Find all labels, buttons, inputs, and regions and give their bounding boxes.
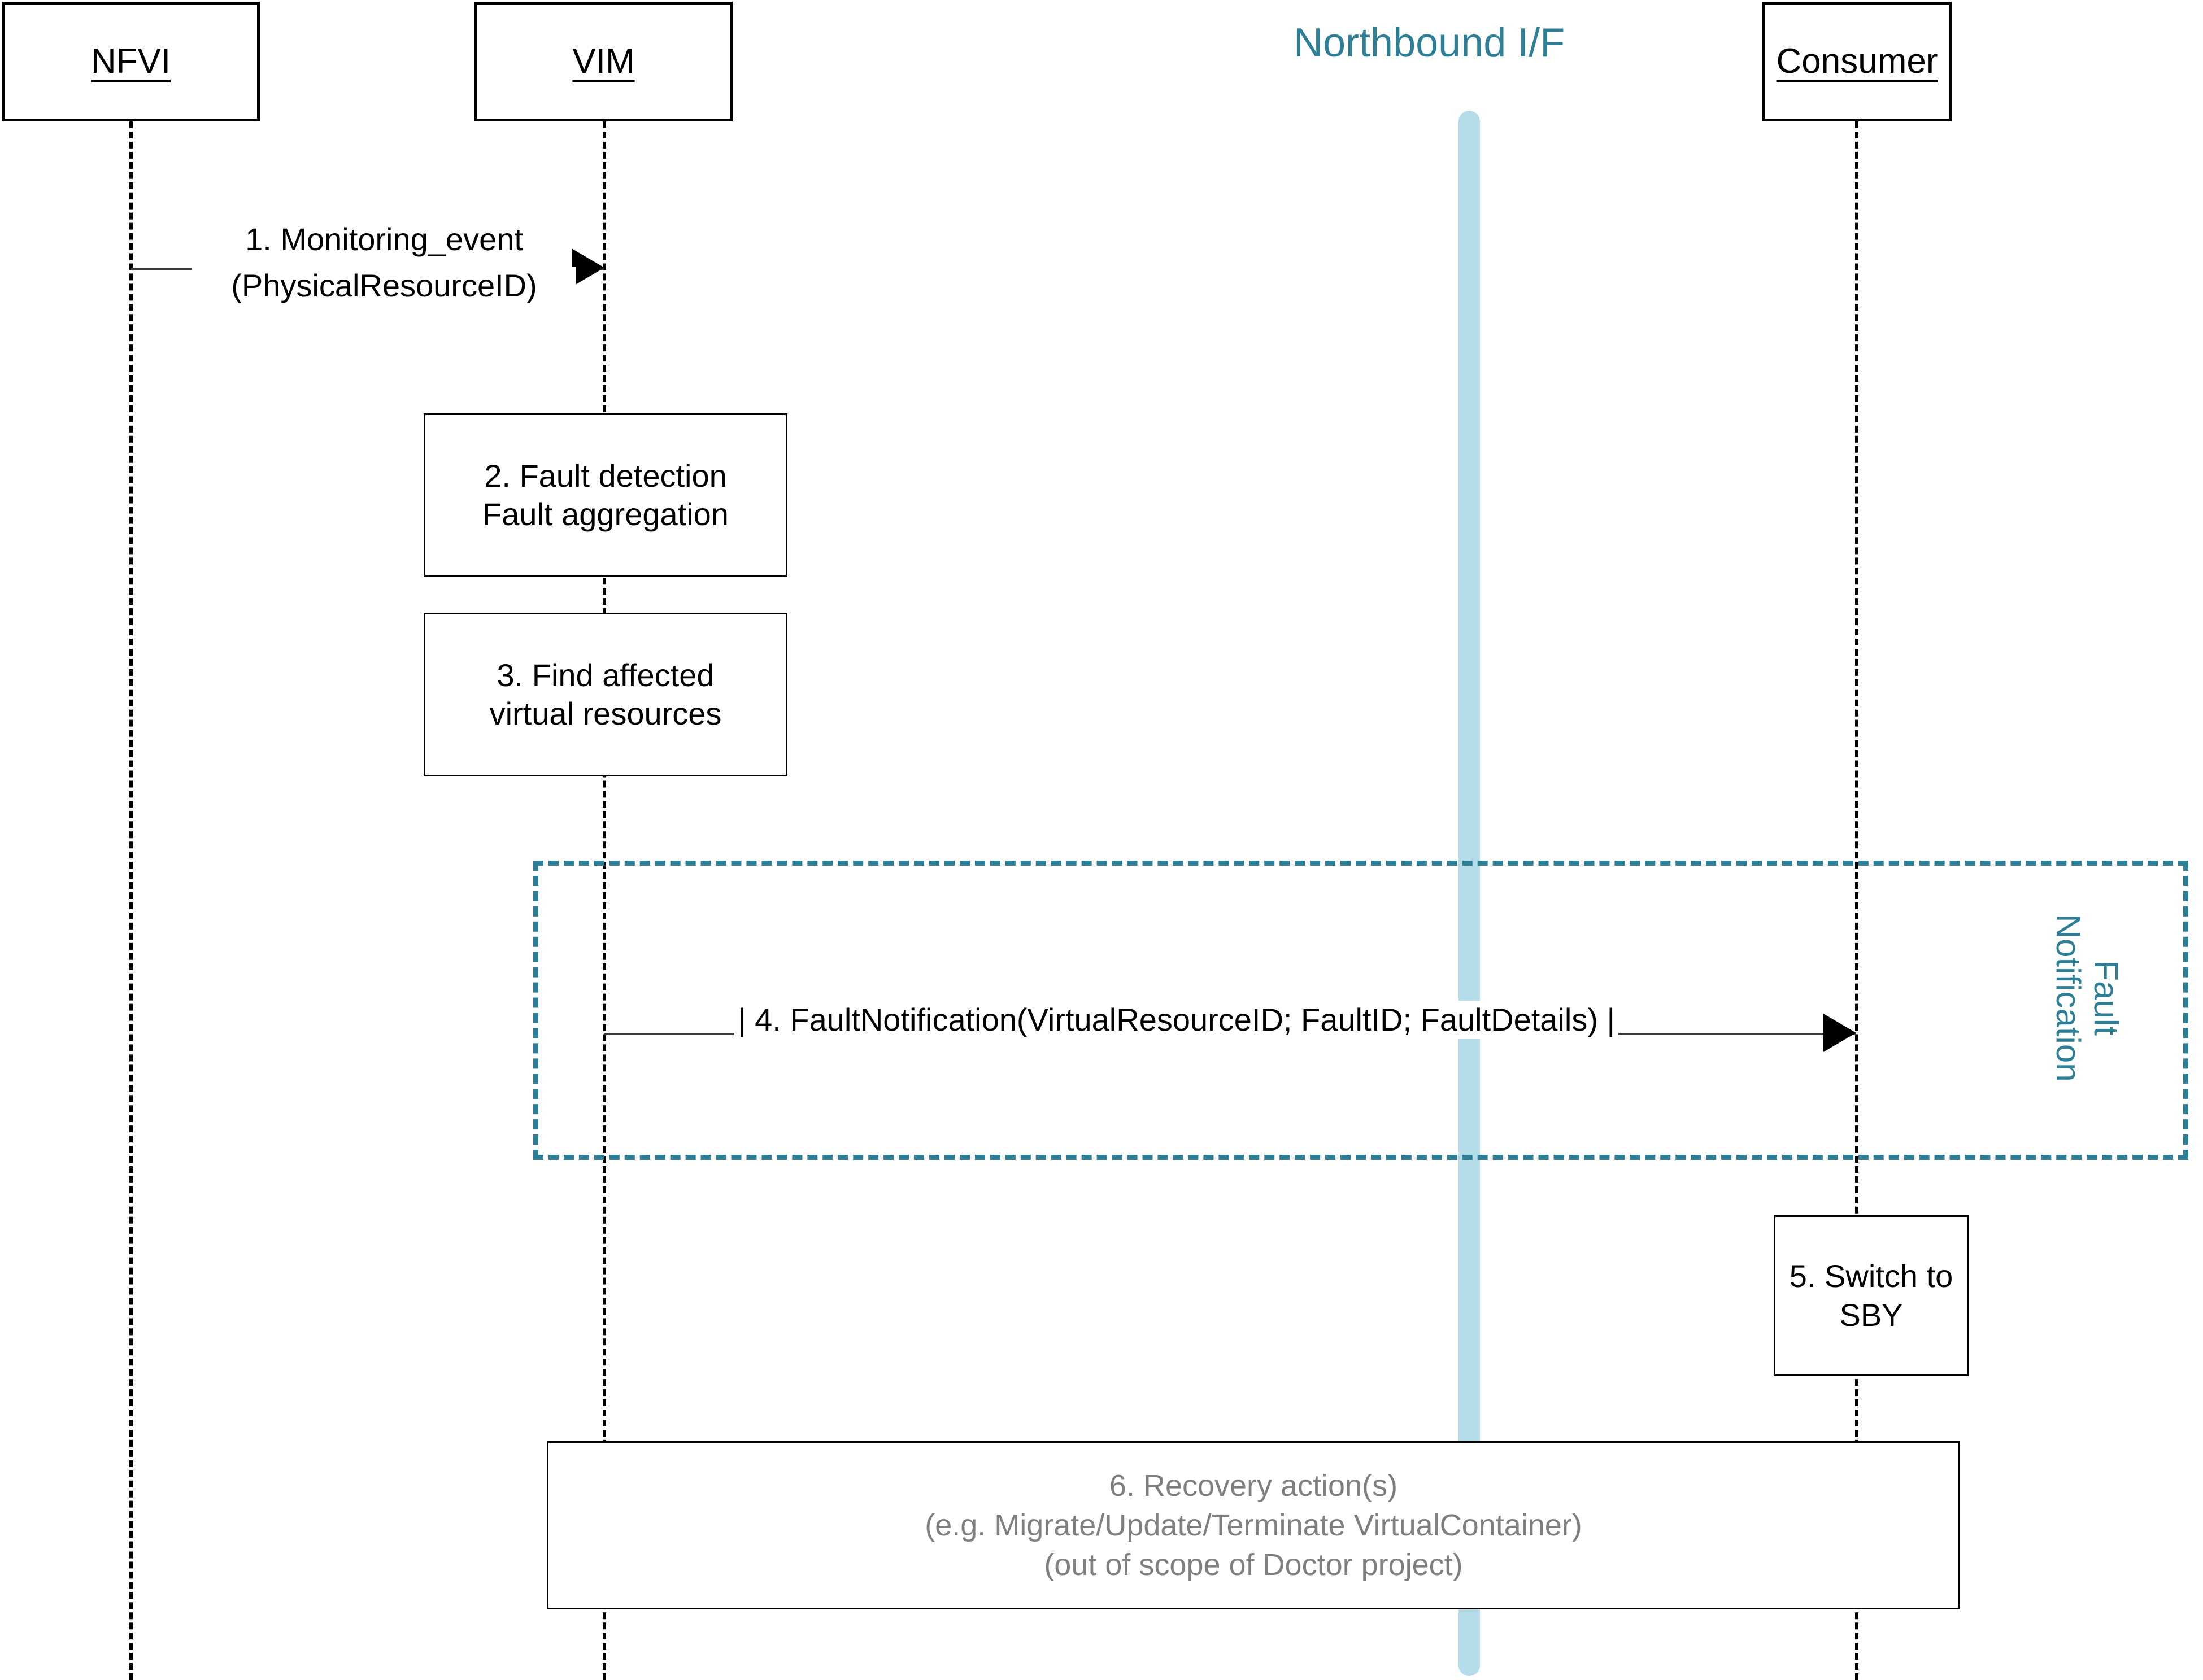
message-4-label: | 4. FaultNotification(VirtualResourceID… bbox=[734, 1001, 1619, 1040]
activation-box-step5-text: 5. Switch to SBY bbox=[1782, 1257, 1961, 1334]
lifeline-vim bbox=[603, 121, 606, 1680]
activation-box-step2[interactable]: 2. Fault detection Fault aggregation bbox=[424, 413, 787, 577]
step5-line1: 5. Switch to bbox=[1789, 1258, 1953, 1294]
activation-box-step3-text: 3. Find affected virtual resources bbox=[482, 656, 730, 734]
actor-box-vim[interactable]: VIM bbox=[474, 2, 733, 121]
step3-line1: 3. Find affected bbox=[497, 657, 715, 693]
activation-box-step6-text: 6. Recovery action(s) (e.g. Migrate/Upda… bbox=[917, 1466, 1590, 1585]
fragment-label-fault-notification: Fault Notification bbox=[2049, 876, 2125, 1119]
activation-box-step3[interactable]: 3. Find affected virtual resources bbox=[424, 613, 787, 776]
step6-line2: (e.g. Migrate/Update/Terminate VirtualCo… bbox=[925, 1508, 1582, 1542]
fragment-label-text: Fault Notification bbox=[2049, 914, 2126, 1082]
lifeline-nfvi bbox=[129, 121, 133, 1680]
lifeline-consumer bbox=[1855, 121, 1858, 1680]
step3-line2: virtual resources bbox=[489, 696, 722, 731]
activation-box-step2-text: 2. Fault detection Fault aggregation bbox=[474, 457, 737, 534]
actor-label-nfvi: NFVI bbox=[90, 42, 171, 81]
northbound-interface-label: Northbound I/F bbox=[1294, 20, 1565, 66]
step5-line2: SBY bbox=[1839, 1297, 1903, 1333]
message-1-label-line1: 1. Monitoring_event bbox=[203, 220, 565, 259]
activation-box-step6[interactable]: 6. Recovery action(s) (e.g. Migrate/Upda… bbox=[547, 1441, 1960, 1609]
fragment-fault-notification bbox=[533, 861, 2188, 1160]
activation-box-step5[interactable]: 5. Switch to SBY bbox=[1774, 1215, 1969, 1376]
actor-label-consumer: Consumer bbox=[1776, 42, 1938, 81]
step2-line1: 2. Fault detection bbox=[484, 457, 727, 494]
message-1-arrowhead-icon bbox=[572, 248, 604, 287]
step2-line2: Fault aggregation bbox=[482, 496, 729, 532]
message-1-label-line2: (PhysicalResourceID) bbox=[192, 267, 576, 306]
step6-line1: 6. Recovery action(s) bbox=[1109, 1468, 1398, 1503]
actor-box-nfvi[interactable]: NFVI bbox=[2, 2, 260, 121]
actor-label-vim: VIM bbox=[572, 42, 635, 81]
step6-line3: (out of scope of Doctor project) bbox=[1044, 1548, 1463, 1582]
actor-box-consumer[interactable]: Consumer bbox=[1762, 2, 1952, 121]
northbound-interface-bar bbox=[1458, 111, 1480, 1676]
message-4-arrowhead-icon bbox=[1823, 1014, 1856, 1052]
